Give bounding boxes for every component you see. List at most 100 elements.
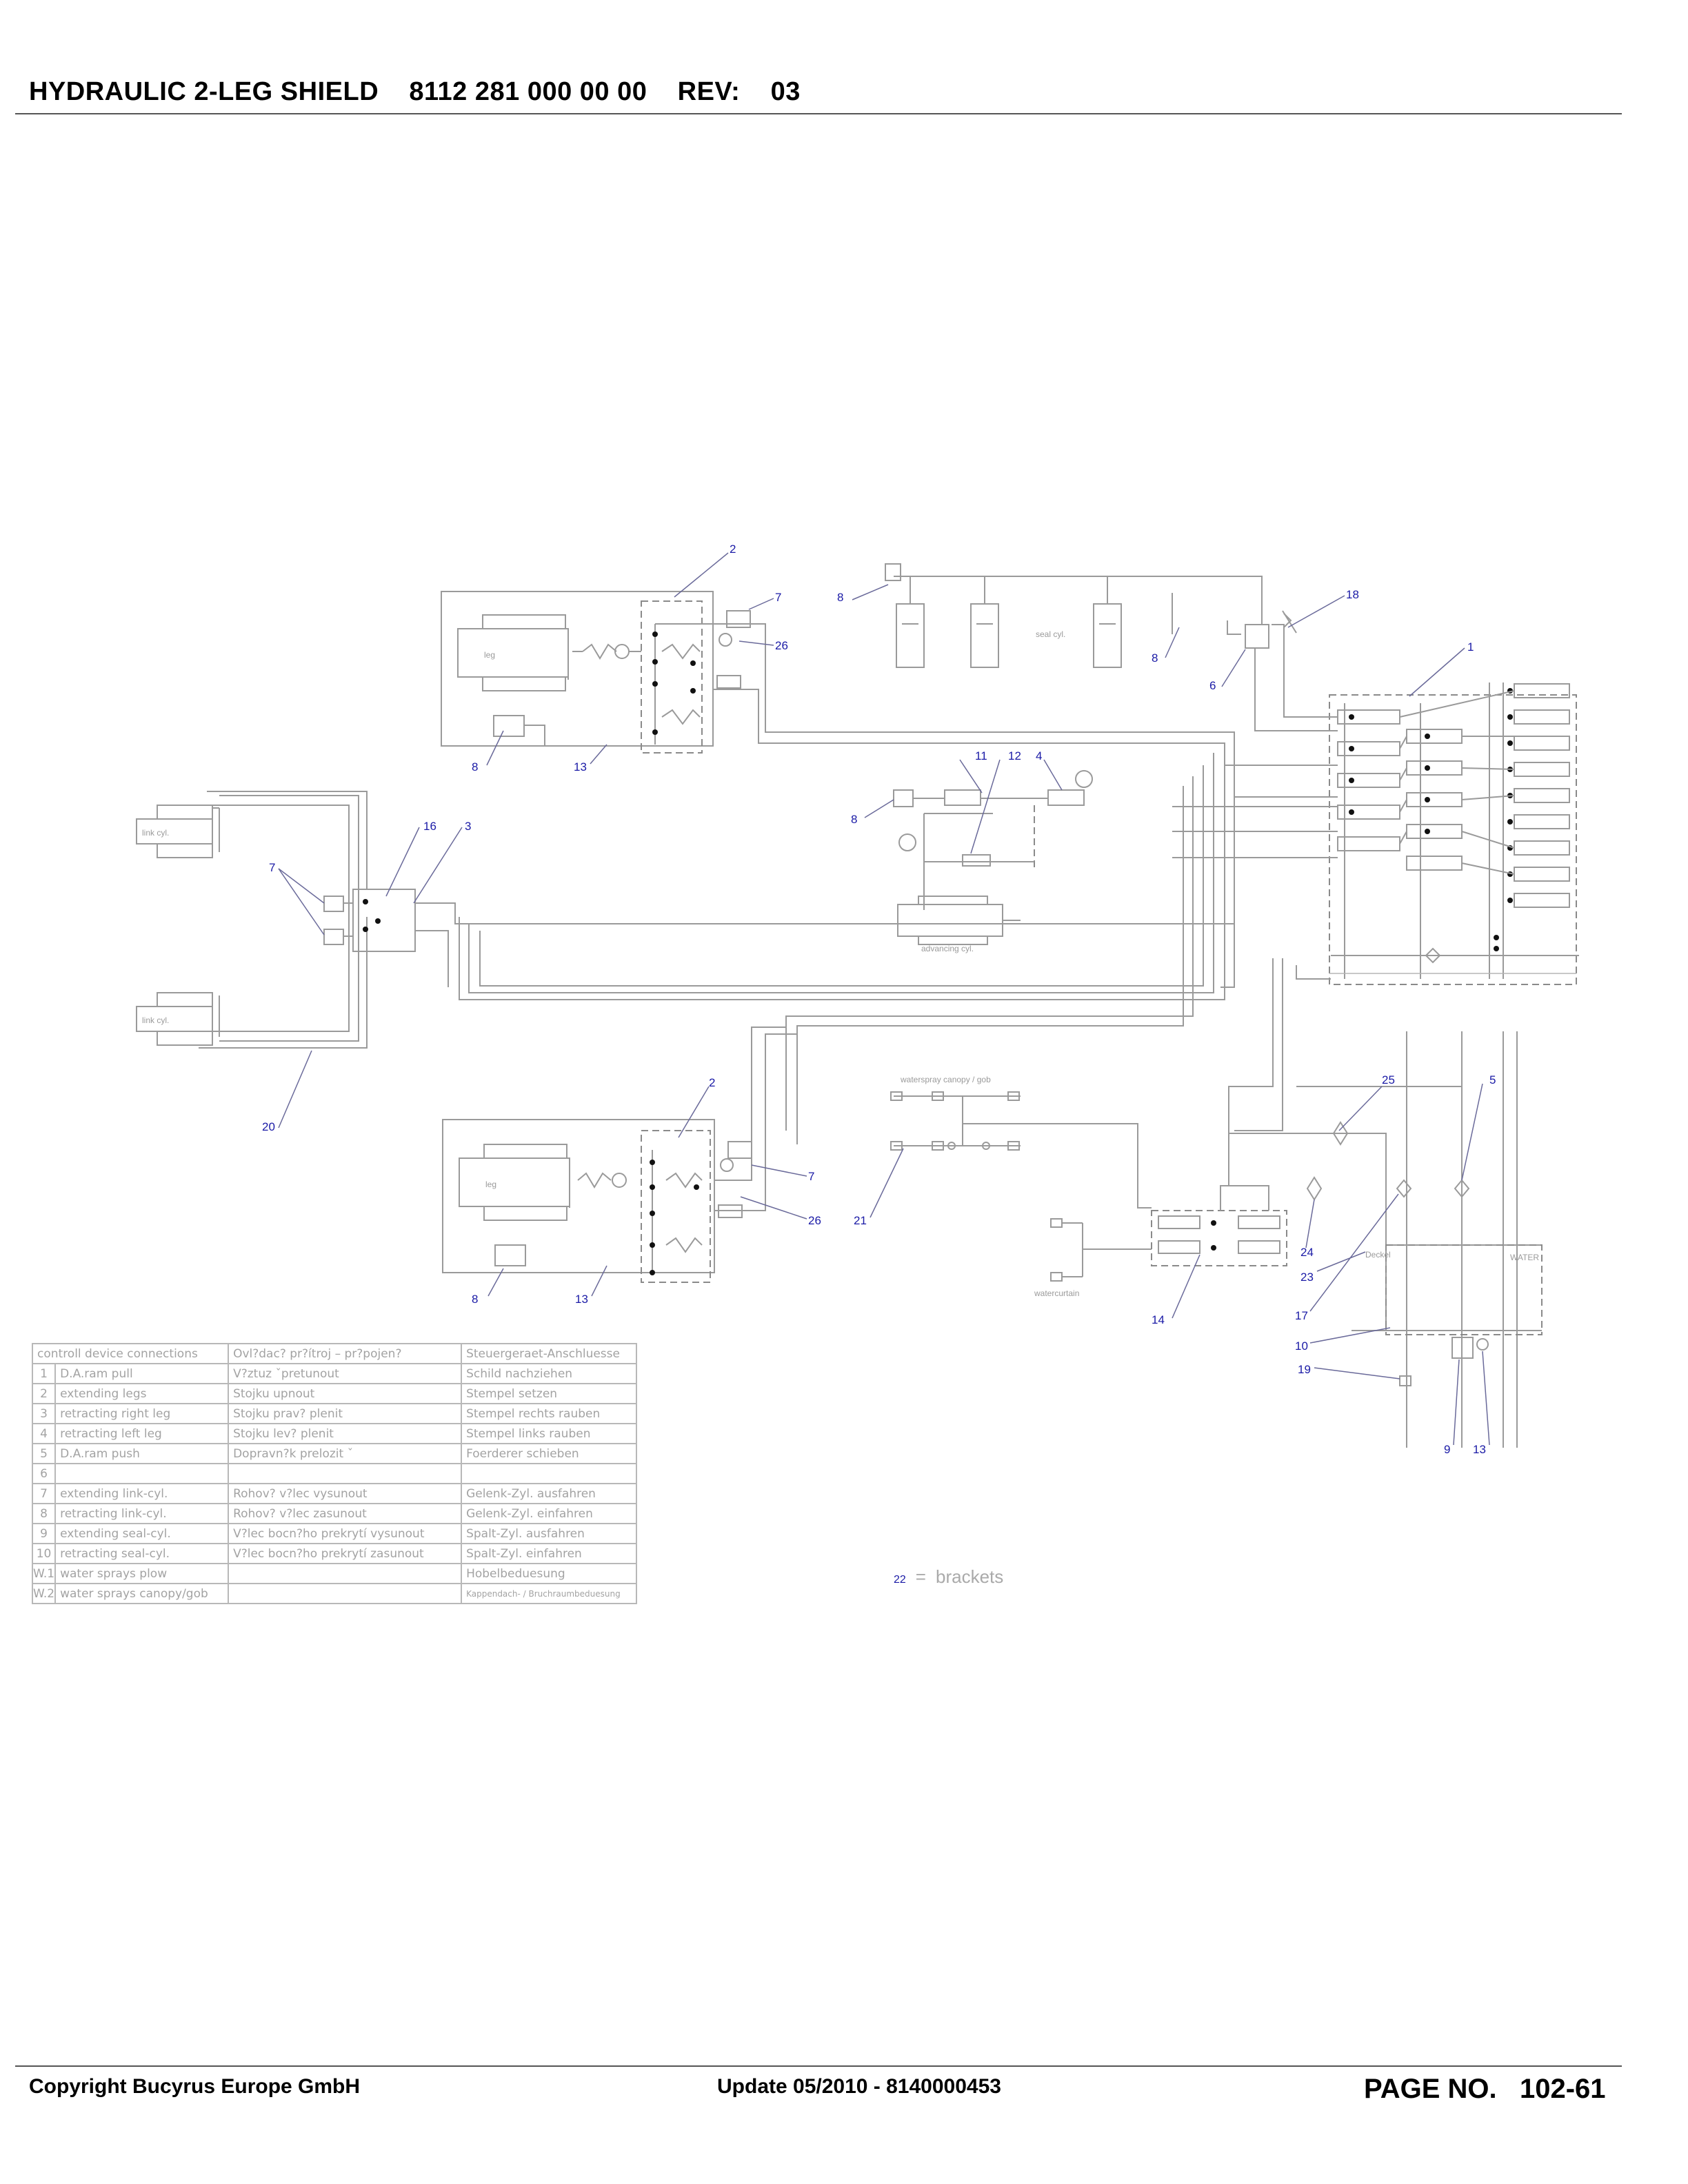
legend-cell: Stempel links rauben — [461, 1423, 638, 1444]
legend-cell: water sprays canopy/gob — [54, 1583, 230, 1604]
legend-cell: V?ztuz ˇpretunout — [228, 1363, 463, 1384]
legend-cell: V?lec bocn?ho prekrytí vysunout — [228, 1523, 463, 1544]
label-advancing-cyl: advancing cyl. — [921, 944, 974, 953]
legend-cell — [54, 1463, 230, 1484]
callout-21: 21 — [854, 1214, 867, 1227]
callout-8-advancing: 8 — [851, 813, 857, 826]
legend-cell: Gelenk-Zyl. einfahren — [461, 1503, 638, 1524]
legend-table: controll device connections Ovl?dac? pr?… — [31, 1343, 638, 1604]
legend-header-de: Steuergeraet-Anschluesse — [461, 1343, 638, 1364]
callout-2-lower: 2 — [709, 1076, 715, 1089]
waterspray-assembly: waterspray canopy / gob — [890, 1075, 1152, 1209]
header-title: HYDRAULIC 2-LEG SHIELD — [29, 77, 379, 106]
legend-cell: D.A.ram pull — [54, 1363, 230, 1384]
callout-26-upper: 26 — [775, 639, 788, 652]
legend-cell: Dopravn?k prelozit ˇ — [228, 1443, 463, 1464]
brackets-note-text: brackets — [935, 1566, 1004, 1587]
legend-header-row: controll device connections Ovl?dac? pr?… — [31, 1343, 638, 1364]
label-water: WATER — [1510, 1253, 1539, 1262]
legend-cell: 10 — [31, 1543, 57, 1564]
callout-24: 24 — [1300, 1246, 1314, 1259]
legend-cell — [228, 1583, 463, 1604]
legend-cell: Stempel setzen — [461, 1383, 638, 1404]
legend-cell: Rohov? v?lec vysunout — [228, 1483, 463, 1504]
legend-cell: retracting link-cyl. — [54, 1503, 230, 1524]
callout-9: 9 — [1444, 1443, 1450, 1456]
callout-13-station: 13 — [1473, 1443, 1486, 1456]
legend-cell: Stojku lev? plenit — [228, 1423, 463, 1444]
legend-cell: 6 — [31, 1463, 57, 1484]
label-deckel: Deckel — [1365, 1250, 1391, 1260]
header-rev-label: REV: — [677, 77, 741, 106]
callout-10: 10 — [1295, 1339, 1308, 1353]
legend-cell: Hobelbeduesung — [461, 1563, 638, 1584]
label-leg-lower: leg — [485, 1180, 496, 1189]
legend-cell: Schild nachziehen — [461, 1363, 638, 1384]
callout-14: 14 — [1152, 1313, 1165, 1326]
lower-leg-assembly: leg — [442, 1027, 797, 1283]
label-link-cyl-lower: link cyl. — [142, 1015, 169, 1025]
brackets-note-number: 22 — [894, 1574, 906, 1586]
legend-header-en: controll device connections — [31, 1343, 230, 1364]
callout-18: 18 — [1346, 588, 1359, 601]
legend-cell: W.2 — [31, 1583, 57, 1604]
callout-13-lower: 13 — [575, 1293, 588, 1306]
label-link-cyl-upper: link cyl. — [142, 828, 169, 838]
header-divider — [15, 113, 1622, 114]
callout-19: 19 — [1298, 1363, 1311, 1376]
legend-cell — [228, 1563, 463, 1584]
legend-cell: water sprays plow — [54, 1563, 230, 1584]
supply-station: WATER Deckel — [1228, 958, 1543, 1448]
legend-cell: 7 — [31, 1483, 57, 1504]
footer-page-number: 102-61 — [1519, 2074, 1606, 2104]
legend-cell: 5 — [31, 1443, 57, 1464]
footer-page-label: PAGE NO. — [1364, 2074, 1497, 2104]
callout-numbers: 2 7 26 8 13 8 18 1 6 8 11 12 4 8 16 3 7 … — [262, 543, 1496, 1456]
brackets-note-equals: = — [915, 1566, 926, 1587]
legend-cell: extending legs — [54, 1383, 230, 1404]
legend-cell — [461, 1463, 638, 1484]
legend-header-cz: Ovl?dac? pr?ítroj – pr?pojen? — [228, 1343, 463, 1364]
label-seal-cyl: seal cyl. — [1036, 629, 1065, 639]
legend-cell: D.A.ram push — [54, 1443, 230, 1464]
legend-cell: Stojku prav? plenit — [228, 1403, 463, 1424]
header-part-number: 8112 281 000 00 00 — [409, 77, 647, 106]
callout-3: 3 — [465, 820, 471, 833]
callout-2-upper: 2 — [730, 543, 736, 556]
callout-8-lower-leg: 8 — [472, 1293, 478, 1306]
legend-cell: Stempel rechts rauben — [461, 1403, 638, 1424]
control-valve-block — [1329, 682, 1579, 985]
legend-cell: Spalt-Zyl. einfahren — [461, 1543, 638, 1564]
callout-4: 4 — [1036, 749, 1042, 762]
callout-leaders — [278, 552, 1490, 1446]
callout-16: 16 — [423, 820, 436, 833]
callout-7-lower: 7 — [808, 1170, 814, 1183]
legend-cell: retracting right leg — [54, 1403, 230, 1424]
callout-20: 20 — [262, 1120, 275, 1133]
legend-cell: Gelenk-Zyl. ausfahren — [461, 1483, 638, 1504]
callout-5: 5 — [1489, 1073, 1496, 1086]
label-waterspray: waterspray canopy / gob — [900, 1075, 991, 1084]
callout-12: 12 — [1008, 749, 1021, 762]
footer-copyright: Copyright Bucyrus Europe GmbH — [29, 2075, 361, 2098]
legend-row: 6 — [31, 1463, 638, 1484]
legend-cell: retracting left leg — [54, 1423, 230, 1444]
legend-cell: V?lec bocn?ho prekrytí zasunout — [228, 1543, 463, 1564]
legend-cell: 9 — [31, 1523, 57, 1544]
callout-11: 11 — [975, 749, 987, 762]
callout-8-seal-left: 8 — [837, 591, 843, 604]
legend-cell: 1 — [31, 1363, 57, 1384]
legend-cell: 8 — [31, 1503, 57, 1524]
callout-13-upper: 13 — [574, 760, 587, 774]
legend-cell: 2 — [31, 1383, 57, 1404]
